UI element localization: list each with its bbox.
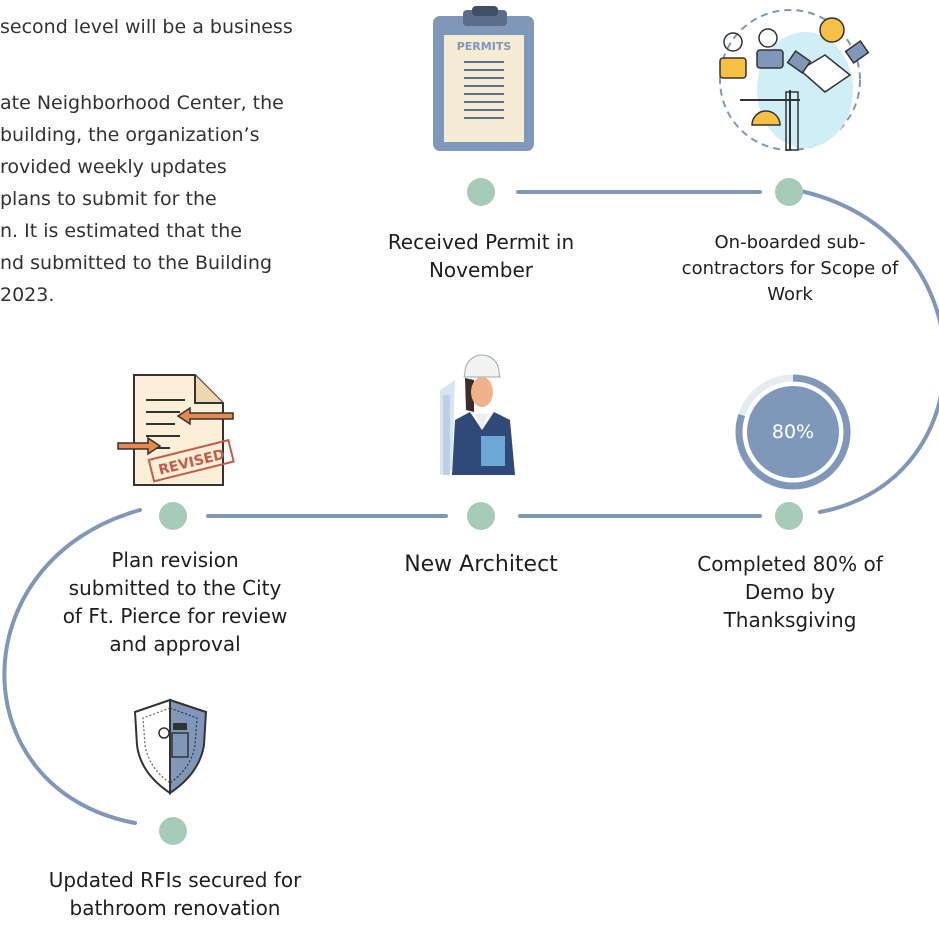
connector-5-6-arc	[2, 508, 142, 825]
intro-line: 2023.	[0, 284, 55, 306]
step-label-plan-revision: Plan revision submitted to the City of F…	[40, 546, 310, 658]
label-line: and approval	[109, 632, 241, 656]
node-4	[467, 502, 495, 530]
node-3	[775, 502, 803, 530]
step-label-received-permit: Received Permit in November	[356, 228, 606, 284]
label-line: New Architect	[404, 552, 558, 577]
label-line: submitted to the City	[68, 576, 282, 600]
node-2	[775, 178, 803, 206]
shield-worker-icon	[133, 698, 208, 795]
intro-line: building, the organization’s	[0, 124, 260, 146]
label-line: of Ft. Pierce for review	[62, 604, 288, 628]
label-line: Received Permit in	[387, 230, 575, 254]
intro-line: plans to submit for the	[0, 188, 217, 210]
contractors-handshake-icon	[719, 9, 870, 151]
intro-line: n. It is estimated that the	[0, 220, 242, 242]
permit-clipboard-icon: PERMITS	[433, 6, 534, 151]
label-line: Thanksgiving	[723, 608, 857, 632]
label-line: Work	[767, 284, 813, 305]
intro-line: rovided weekly updates	[0, 156, 227, 178]
architect-woman-icon	[440, 354, 515, 475]
label-line: contractors for Scope of	[681, 258, 899, 279]
label-line: Completed 80% of	[697, 552, 883, 576]
node-1	[467, 178, 495, 206]
intro-line: nd submitted to the Building	[0, 252, 273, 274]
step-label-onboarded-subcontractors: On-boarded sub- contractors for Scope of…	[670, 230, 910, 308]
svg-text:PERMITS: PERMITS	[457, 40, 512, 53]
node-6	[159, 817, 187, 845]
step-label-new-architect: New Architect	[366, 551, 596, 579]
progress-percentage: 80%	[771, 421, 815, 443]
revised-document-icon: REVISED	[117, 374, 235, 486]
progress-ring-icon	[735, 374, 851, 490]
connector-2-3-arc	[794, 188, 939, 514]
node-5	[159, 502, 187, 530]
step-label-completed-demo: Completed 80% of Demo by Thanksgiving	[670, 550, 910, 634]
intro-line: ate Neighborhood Center, the	[0, 92, 284, 114]
intro-line: second level will be a business	[0, 16, 293, 38]
label-line: On-boarded sub-	[714, 232, 866, 253]
label-line: Demo by	[744, 580, 836, 604]
label-line: November	[428, 258, 534, 282]
label-line: Updated RFIs secured for	[48, 868, 302, 892]
step-label-updated-rfis: Updated RFIs secured for bathroom renova…	[30, 866, 320, 922]
label-line: Plan revision	[111, 548, 239, 572]
label-line: bathroom renovation	[69, 896, 281, 920]
